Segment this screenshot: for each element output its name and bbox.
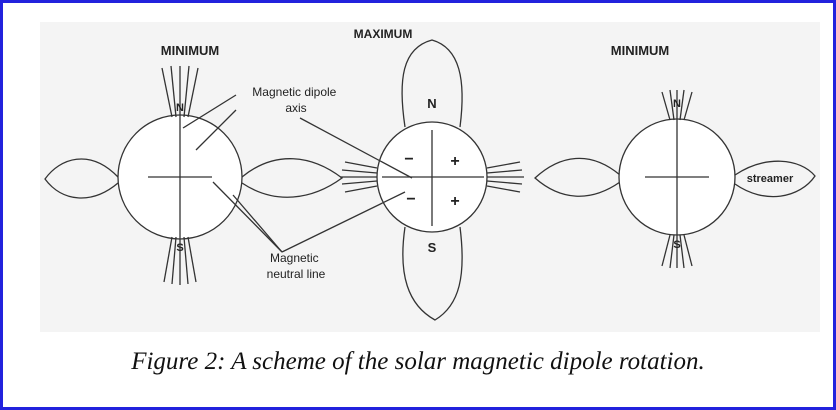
polar-field-lines-south: [163, 236, 197, 285]
annotation-pointers: [182, 94, 413, 253]
polar-field-lines-north: [161, 65, 199, 118]
polarity-sign: −: [404, 151, 413, 168]
streamer-left: [534, 157, 621, 197]
panel-minimum-left: [44, 65, 344, 285]
polarity-sign: +: [450, 153, 459, 170]
polar-field-lines-south: [661, 234, 693, 269]
equatorial-field-lines-west: [340, 161, 378, 193]
pole-label-north: N: [176, 102, 184, 114]
pole-label-south: S: [673, 239, 680, 251]
streamer-right: [734, 160, 816, 198]
annotation-neutral-line: Magnetic neutral line: [267, 251, 326, 281]
streamer-right: [241, 158, 344, 198]
pole-label-south: S: [428, 240, 437, 255]
streamer-label: streamer: [747, 173, 794, 185]
dipole-rotation-diagram: MINIMUM MAXIMUM MINIMUM N S N S N S − + …: [40, 22, 820, 332]
annotation-dipole-axis: Magnetic dipole axis: [252, 85, 339, 115]
equatorial-field-lines-east: [486, 161, 524, 193]
figure-caption: Figure 2: A scheme of the solar magnetic…: [131, 348, 705, 375]
pole-label-south: S: [176, 242, 183, 254]
polar-field-lines-north: [661, 89, 693, 121]
panel-maximum: [340, 39, 524, 321]
streamer-bottom: [402, 226, 463, 321]
streamer-left: [44, 158, 119, 199]
pole-label-north: N: [427, 96, 436, 111]
polarity-sign: +: [450, 193, 459, 210]
panel-heading-minimum-right: MINIMUM: [611, 43, 670, 58]
pole-label-north: N: [673, 98, 681, 110]
panel-heading-maximum: MAXIMUM: [354, 27, 413, 41]
panel-minimum-right: [534, 89, 816, 269]
streamer-top: [401, 39, 463, 128]
polarity-sign: −: [406, 191, 415, 208]
panel-heading-minimum-left: MINIMUM: [161, 43, 220, 58]
